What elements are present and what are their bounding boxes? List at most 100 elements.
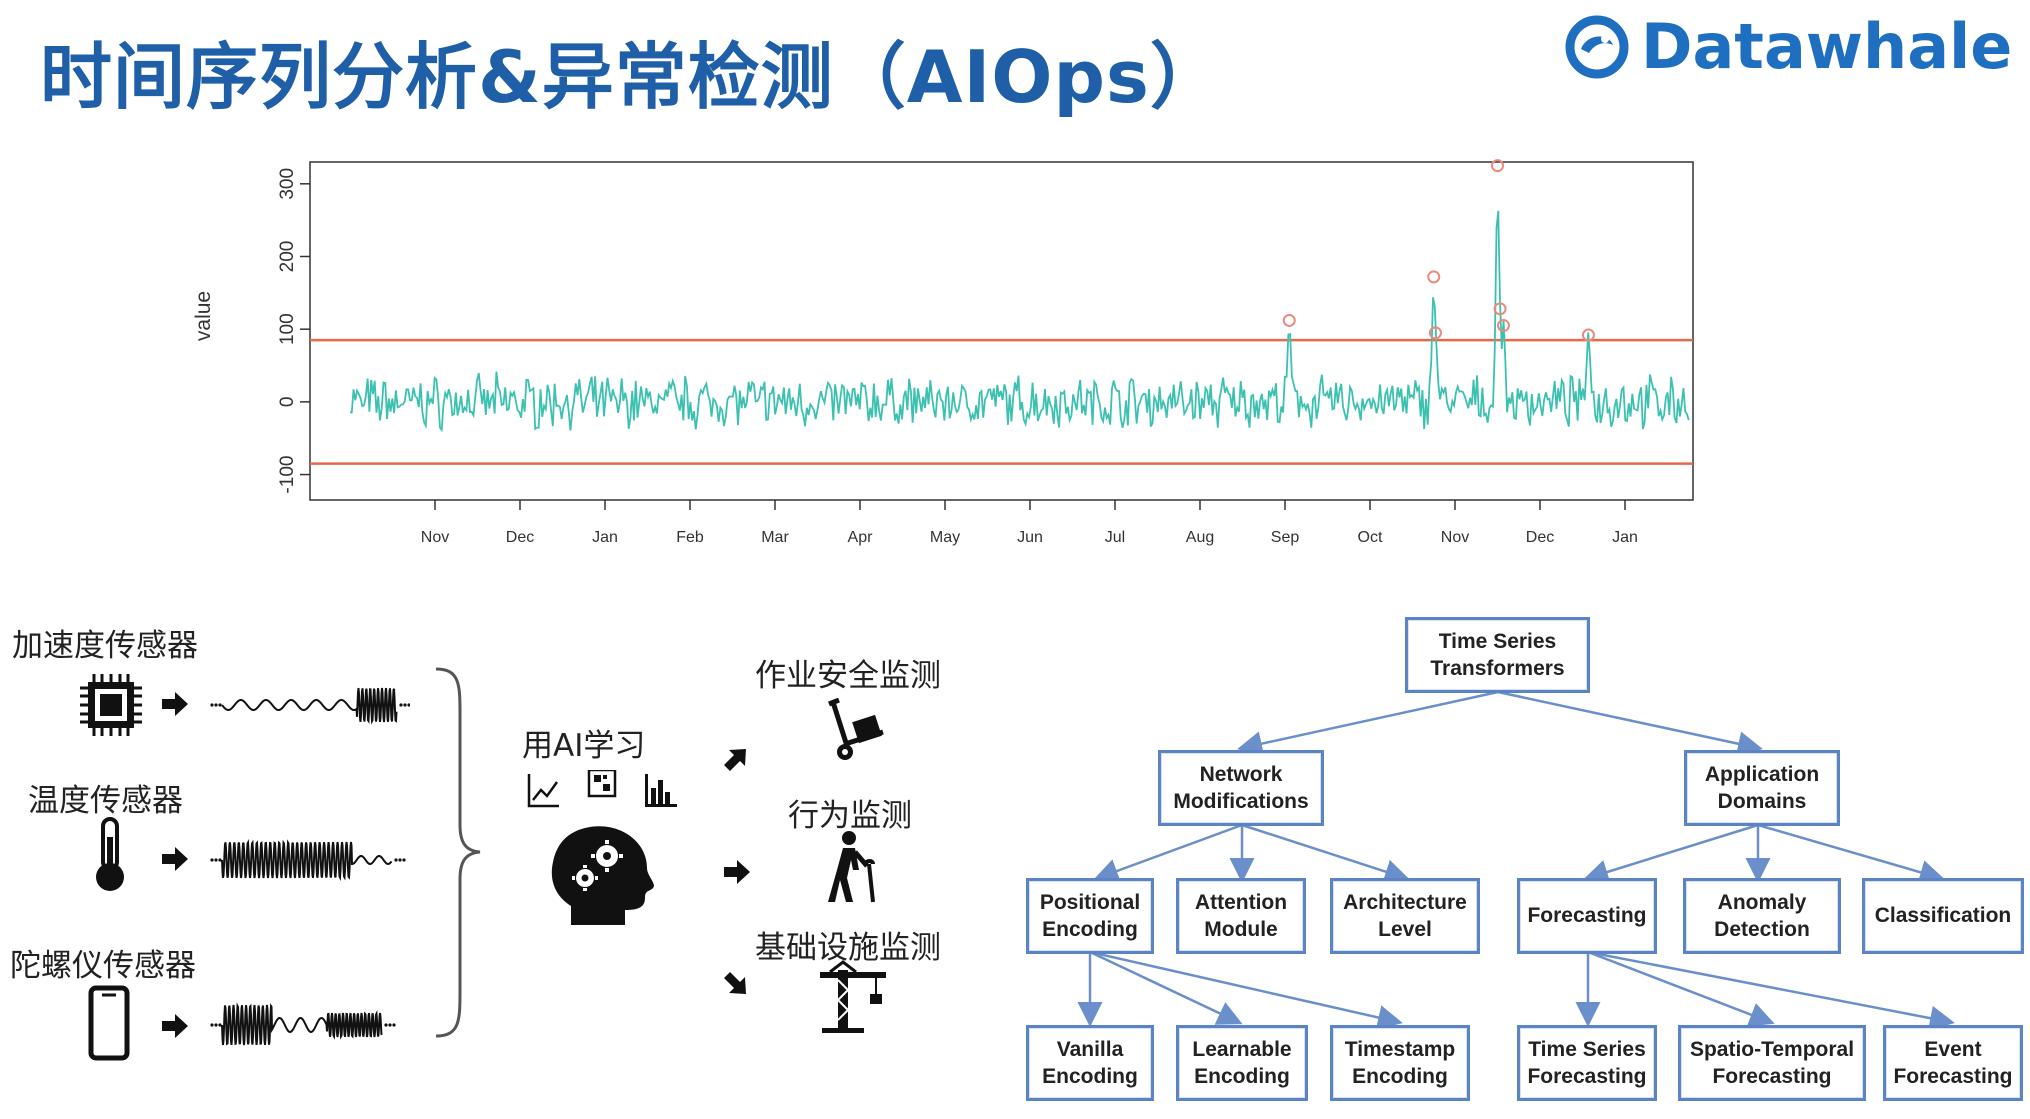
tree-node-attention-module: Attention Module — [1176, 878, 1306, 954]
series-line — [349, 210, 1690, 433]
x-tick-label: Mar — [761, 529, 789, 546]
output-label-work-safety: 作业安全监测 — [755, 658, 941, 694]
line-chart-small-icon — [527, 774, 559, 808]
y-axis-label: value — [192, 291, 215, 341]
arrow-right-icon — [162, 847, 188, 871]
waveform-ellipsis-dot — [210, 703, 214, 707]
tree-node-label: Application Domains — [1704, 762, 1820, 813]
tree-node-label: Time Series Transformers — [1430, 629, 1565, 680]
tree-node-network-modifications: Network Modifications — [1158, 750, 1324, 826]
bar-chart-small-icon — [645, 774, 677, 807]
grouping-brace — [435, 667, 481, 1038]
tree-node-forecasting: Forecasting — [1517, 878, 1657, 954]
waveform-ellipsis-dot — [218, 703, 222, 707]
gyroscope-signal-waveform — [210, 1002, 396, 1046]
x-tick-label: Jun — [1017, 529, 1043, 546]
waveform-ellipsis-dot — [210, 858, 214, 862]
tree-node-anomaly-detection: Anomaly Detection — [1683, 878, 1841, 954]
ai-learning-label: 用AI学习 — [522, 728, 646, 764]
x-tick-label: May — [930, 529, 960, 546]
tree-node-classification: Classification — [1862, 878, 2024, 954]
waveform-ellipsis-dot — [399, 703, 403, 707]
x-tick-label: Nov — [1441, 529, 1469, 546]
sensor-label-temperature: 温度传感器 — [28, 783, 183, 819]
anomaly-point — [1496, 319, 1510, 333]
x-tick-label: Sep — [1271, 529, 1300, 546]
waveform-ellipsis-dot — [388, 1023, 392, 1027]
x-tick-label: Feb — [676, 529, 704, 546]
tree-node-label: Positional Encoding — [1039, 890, 1141, 941]
tree-node-label: Anomaly Detection — [1714, 890, 1810, 941]
waveform-line — [221, 839, 393, 882]
waveform-ellipsis-dot — [214, 703, 218, 707]
waveform-ellipsis-dot — [214, 858, 218, 862]
anomaly-point — [1491, 159, 1504, 173]
elderly-person-icon — [828, 831, 875, 903]
chart-plot-frame — [309, 161, 1694, 501]
waveform-line — [221, 1002, 383, 1046]
hand-truck-icon — [828, 698, 884, 760]
anomaly-point — [1581, 328, 1595, 342]
tree-node-label: Timestamp Encoding — [1344, 1037, 1456, 1088]
waveform-ellipsis-dot — [392, 1023, 396, 1027]
waveform-ellipsis-dot — [210, 1023, 214, 1027]
anomaly-point — [1493, 302, 1507, 316]
chip-icon — [80, 674, 142, 736]
tree-node-label: Vanilla Encoding — [1042, 1037, 1138, 1088]
y-tick-label: 200 — [277, 241, 298, 273]
datawhale-logo-icon — [1565, 15, 1629, 78]
anomaly-point — [1282, 313, 1296, 327]
output-label-infrastructure: 基础设施监测 — [755, 930, 941, 966]
sensor-label-accelerometer: 加速度传感器 — [12, 628, 198, 664]
waveform-ellipsis-dot — [384, 1023, 388, 1027]
tree-node-time-series-forecasting: Time Series Forecasting — [1517, 1025, 1657, 1101]
arrow-up-right-icon — [724, 749, 746, 771]
y-tick-label: 0 — [277, 397, 298, 408]
waveform-ellipsis-dot — [394, 858, 398, 862]
tree-node-positional-encoding: Positional Encoding — [1026, 878, 1154, 954]
taxonomy-connectors — [1077, 690, 1955, 1031]
tree-node-time-series-transformers: Time Series Transformers — [1405, 617, 1590, 693]
waveform-ellipsis-dot — [402, 858, 406, 862]
sensor-label-gyroscope: 陀螺仪传感器 — [10, 948, 196, 984]
brand-name: Datawhale — [1641, 10, 2013, 83]
waveform-line — [221, 687, 398, 725]
x-tick-label: Jan — [592, 529, 618, 546]
accelerometer-signal-waveform — [210, 687, 410, 725]
tree-node-label: Forecasting — [1527, 904, 1647, 928]
tree-node-timestamp-encoding: Timestamp Encoding — [1330, 1025, 1470, 1101]
anomaly-point — [1427, 270, 1441, 284]
x-tick-label: Apr — [848, 529, 874, 546]
x-tick-label: Dec — [1526, 529, 1554, 546]
anomaly-point — [1428, 326, 1442, 340]
tree-node-spatio-temporal-forecasting: Spatio-Temporal Forecasting — [1678, 1025, 1866, 1101]
ai-head-gears-icon — [527, 770, 677, 925]
tree-node-event-forecasting: Event Forecasting — [1883, 1025, 2023, 1101]
arrow-right-icon — [162, 1014, 188, 1038]
x-tick-label: Jan — [1612, 529, 1638, 546]
thermometer-icon — [96, 817, 124, 891]
x-tick-label: Nov — [421, 529, 449, 546]
y-tick-label: 100 — [277, 313, 298, 345]
tree-node-label: Architecture Level — [1343, 890, 1467, 941]
tree-node-architecture-level: Architecture Level — [1330, 878, 1480, 954]
arrow-right-icon — [162, 692, 188, 716]
x-tick-label: Oct — [1358, 529, 1383, 546]
crane-icon — [820, 960, 886, 1033]
y-tick-label: 300 — [277, 168, 298, 200]
x-tick-label: Dec — [506, 529, 534, 546]
y-tick-label: -100 — [277, 456, 298, 494]
waveform-ellipsis-dot — [398, 858, 402, 862]
x-tick-label: Jul — [1105, 529, 1125, 546]
tree-node-learnable-encoding: Learnable Encoding — [1176, 1025, 1308, 1101]
waveform-ellipsis-dot — [407, 703, 410, 707]
tree-node-application-domains: Application Domains — [1684, 750, 1840, 826]
waveform-ellipsis-dot — [218, 1023, 222, 1027]
tree-node-label: Spatio-Temporal Forecasting — [1689, 1037, 1855, 1088]
brand: Datawhale — [1565, 10, 2012, 83]
qr-small-icon — [587, 770, 617, 798]
tree-node-label: Classification — [1874, 904, 2012, 928]
tree-node-label: Network Modifications — [1173, 762, 1309, 813]
smartphone-icon — [88, 985, 130, 1061]
